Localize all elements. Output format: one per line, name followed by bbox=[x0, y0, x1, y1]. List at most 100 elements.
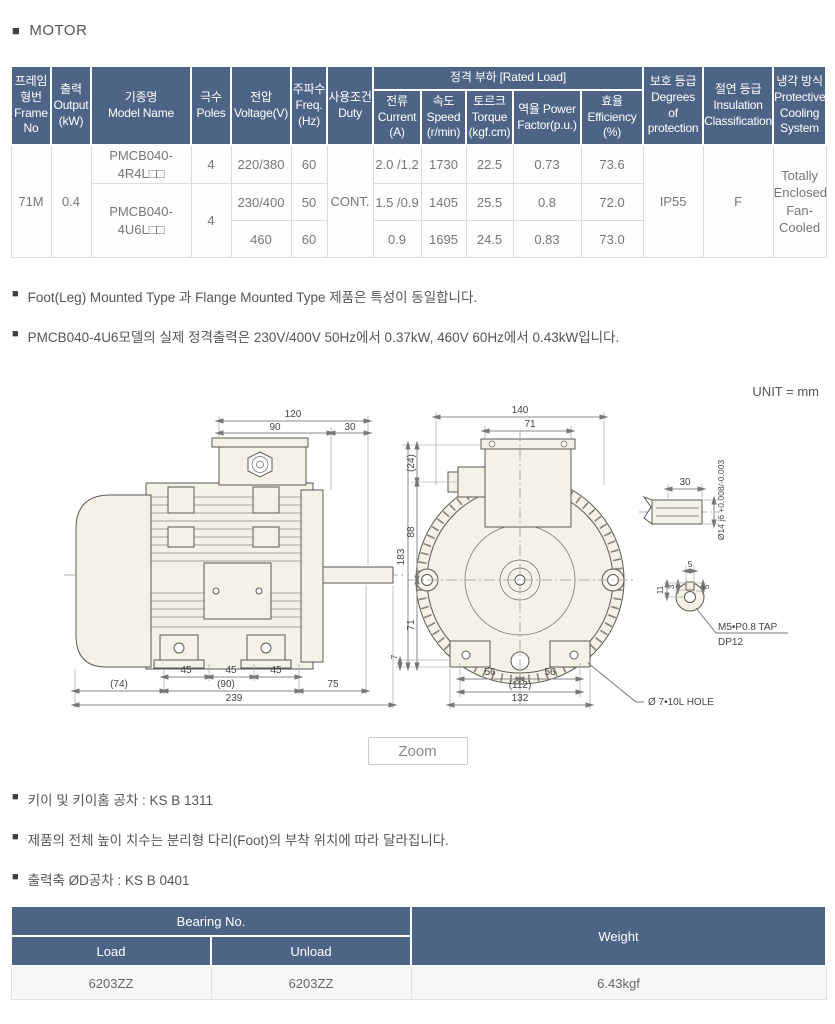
bearing-unload-value: 6203ZZ bbox=[210, 965, 412, 1001]
spec-header-insulation: 절연 등급 Insulation Classification bbox=[702, 64, 775, 147]
dim-side-90: 90 bbox=[269, 422, 281, 433]
hole-note: Ø 7•10L HOLE bbox=[648, 697, 714, 708]
spec-cell-pf-2: 0.8 bbox=[512, 183, 582, 222]
spec-row-3: 460 60 0.9 1695 24.5 0.83 73.0 bbox=[11, 220, 826, 259]
dim-front-112: (112) bbox=[509, 680, 532, 691]
square-bullet-icon: ■ bbox=[12, 871, 19, 884]
spec-header-voltage: 전압 Voltage(V) bbox=[230, 64, 292, 147]
bearing-load-value: 6203ZZ bbox=[10, 965, 212, 1001]
spec-cell-freq-3: 60 bbox=[290, 220, 328, 259]
dim-front-71: 71 bbox=[524, 419, 536, 430]
dim-shaft-dia: Ø14 j6 +0.008/-0.003 bbox=[716, 460, 726, 540]
spec-header-poles: 극수 Poles bbox=[190, 64, 232, 147]
dim-side-75: 75 bbox=[327, 679, 339, 690]
note-shaft-tolerance: ■ 출력축 ØD공차 : KS B 0401 bbox=[12, 869, 823, 889]
spec-row-1: 71M 0.4 PMCB040- 4R4L□□ 4 220/380 60 CON… bbox=[10, 144, 827, 259]
spec-cell-cooling: Totally Enclosed Fan- Cooled bbox=[772, 144, 827, 259]
note-text: 출력축 ØD공차 : KS B 0401 bbox=[27, 873, 190, 889]
spec-header-efficiency: 효율 Efficiency (%) bbox=[579, 88, 645, 147]
spec-cell-torque-1: 22.5 bbox=[465, 144, 514, 185]
spec-cell-model-1: PMCB040- 4R4L□□ bbox=[90, 144, 192, 185]
spec-cell-current-1: 2.0 /1.2 bbox=[372, 144, 422, 185]
spec-header-frame: 프레임 형번 Frame No bbox=[10, 64, 52, 147]
weight-value: 6.43kgf bbox=[410, 965, 827, 1001]
dim-side-45c: 45 bbox=[270, 665, 282, 676]
square-bullet-icon: ■ bbox=[12, 831, 19, 844]
dimension-drawing: 120 90 30 45 45 45 (74) bbox=[10, 405, 825, 731]
bearing-load-header: Load bbox=[10, 935, 212, 968]
spec-header-rated-load: 정격 부하 [Rated Load] bbox=[371, 65, 645, 91]
note-overall-height: ■ 제품의 전체 높이 치수는 분리형 다리(Foot)의 부착 위치에 따라 … bbox=[12, 829, 823, 849]
spec-header-freq: 주파수 Freq. (Hz) bbox=[290, 64, 328, 147]
dim-side-45a: 45 bbox=[180, 665, 192, 676]
spec-cell-speed-2: 1405 bbox=[420, 183, 467, 222]
note-rated-output: ■ PMCB040-4U6모델의 실제 정격출력은 230V/400V 50Hz… bbox=[12, 326, 823, 346]
spec-cell-freq-1: 60 bbox=[290, 144, 328, 185]
spec-cell-current-3: 0.9 bbox=[372, 220, 422, 259]
note-key-tolerance: ■ 키이 및 키이홈 공차 : KS B 1311 bbox=[12, 789, 823, 809]
spec-cell-torque-2: 25.5 bbox=[465, 183, 514, 222]
spec-cell-voltage-2: 230/400 bbox=[230, 183, 292, 222]
spec-header-speed: 속도 Speed (r/min) bbox=[420, 88, 467, 147]
dim-front-71b: 71 bbox=[406, 619, 417, 631]
spec-cell-speed-1: 1730 bbox=[420, 144, 467, 185]
note-text: Foot(Leg) Mounted Type 과 Flange Mounted … bbox=[27, 290, 478, 306]
spec-row-2: PMCB040- 4U6L□□ 4 230/400 50 1.5 /0.9 14… bbox=[11, 183, 826, 259]
unit-label: UNIT = mm bbox=[752, 384, 819, 400]
dim-front-56b: 56 bbox=[544, 667, 556, 678]
spec-cell-pf-3: 0.83 bbox=[512, 220, 582, 259]
dim-front-24: (24) bbox=[406, 455, 417, 473]
motor-spec-table: 프레임 형번 Frame No 출력 Output (kW) 기종명 Model… bbox=[10, 64, 828, 259]
bearing-weight-table: Bearing No. Weight Load Unload 6203ZZ 62… bbox=[10, 905, 827, 1001]
dim-front-88: 88 bbox=[406, 526, 417, 538]
datasheet-page: ■ MOTOR 프레임 형번 Frame No 출력 Output (kW) 기… bbox=[0, 22, 835, 1024]
bearing-row: 6203ZZ 6203ZZ 6.43kgf bbox=[10, 965, 827, 1001]
tap-depth-note: DP12 bbox=[718, 637, 743, 648]
note-text: PMCB040-4U6모델의 실제 정격출력은 230V/400V 50Hz에서… bbox=[27, 330, 620, 346]
spec-cell-eff-3: 73.0 bbox=[580, 220, 644, 259]
spec-cell-frame-no: 71M bbox=[10, 144, 52, 259]
shaft-detail-drawing: 30 Ø14 j6 +0.008/-0.003 5 3 bbox=[639, 460, 788, 648]
spec-cell-poles-1: 4 bbox=[190, 144, 232, 185]
dim-side-45b: 45 bbox=[225, 665, 237, 676]
section-title-motor: ■ MOTOR bbox=[12, 22, 823, 39]
dim-side-90b: (90) bbox=[217, 679, 235, 690]
dim-shaftend-5a: 5 bbox=[688, 559, 693, 569]
spec-cell-model-2: PMCB040- 4U6L□□ bbox=[90, 183, 192, 259]
note-text: 키이 및 키이홈 공차 : KS B 1311 bbox=[27, 793, 214, 809]
note-mount-type: ■ Foot(Leg) Mounted Type 과 Flange Mounte… bbox=[12, 286, 823, 306]
dim-shaftend-5b: 5 bbox=[701, 585, 711, 590]
section-title-text: MOTOR bbox=[29, 22, 88, 39]
spec-cell-output: 0.4 bbox=[50, 144, 92, 259]
square-bullet-icon: ■ bbox=[12, 328, 19, 341]
spec-cell-pf-1: 0.73 bbox=[512, 144, 582, 185]
spec-cell-eff-1: 73.6 bbox=[580, 144, 644, 185]
spec-header-torque: 토르크 Torque (kgf.cm) bbox=[465, 88, 514, 147]
spec-header-power-factor: 역율 Power Factor(p.u.) bbox=[512, 88, 582, 147]
spec-header-cooling: 냉각 방식 Protective Cooling System bbox=[772, 64, 828, 147]
square-bullet-icon: ■ bbox=[12, 23, 21, 38]
front-view-drawing: 140 71 183 (24) 88 71 7 bbox=[389, 405, 714, 710]
zoom-button[interactable]: Zoom bbox=[367, 737, 468, 766]
dim-front-132: 132 bbox=[512, 693, 529, 704]
spec-header-output: 출력 Output (kW) bbox=[50, 64, 92, 147]
side-view-drawing: 120 90 30 45 45 45 (74) bbox=[64, 409, 404, 709]
spec-cell-poles-2: 4 bbox=[190, 183, 232, 259]
spec-cell-eff-2: 72.0 bbox=[580, 183, 644, 222]
spec-header-protection: 보호 등급 Degrees of protection bbox=[642, 64, 705, 147]
spec-header-model: 기종명 Model Name bbox=[90, 64, 192, 147]
tap-note: M5•P0.8 TAP bbox=[718, 622, 778, 633]
dim-shaftend-11: 11 bbox=[655, 586, 665, 595]
spec-cell-protection: IP55 bbox=[642, 144, 704, 259]
spec-cell-torque-3: 24.5 bbox=[465, 220, 514, 259]
spec-cell-speed-3: 1695 bbox=[420, 220, 467, 259]
weight-header: Weight bbox=[410, 905, 827, 968]
dim-front-56a: 56 bbox=[484, 667, 496, 678]
dim-shaft-30: 30 bbox=[679, 477, 691, 488]
dim-front-7: 7 bbox=[389, 655, 399, 660]
dim-side-30: 30 bbox=[344, 422, 356, 433]
spec-cell-duty: CONT. bbox=[326, 144, 374, 259]
square-bullet-icon: ■ bbox=[12, 791, 19, 804]
note-text: 제품의 전체 높이 치수는 분리형 다리(Foot)의 부착 위치에 따라 달라… bbox=[27, 833, 449, 849]
dim-side-120: 120 bbox=[285, 409, 302, 420]
